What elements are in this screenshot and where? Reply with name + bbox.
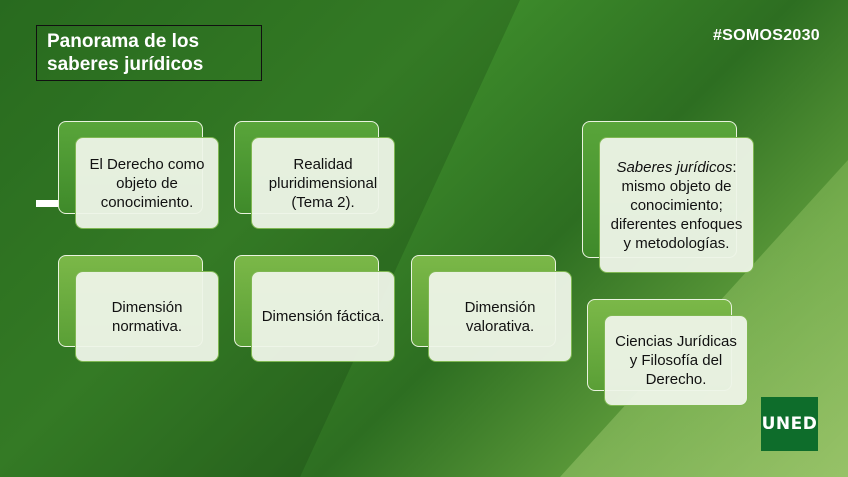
hashtag-label: #SOMOS2030: [712, 27, 820, 44]
card-ciencias: Ciencias Jurídicas y Filosofía del Derec…: [604, 315, 748, 406]
card-normativa-text: Dimensión normativa.: [111, 298, 183, 335]
card-valorativa-text: Dimensión valorativa.: [464, 298, 536, 335]
saberes-rest: : mismo objeto de conocimiento; diferent…: [610, 158, 743, 252]
uned-logo: UNED: [761, 397, 818, 451]
card-derecho: El Derecho como objeto de conocimiento.: [75, 137, 219, 229]
card-normativa: Dimensión normativa.: [75, 271, 219, 362]
card-valorativa: Dimensión valorativa.: [428, 271, 572, 362]
card-saberes-text: Saberes jurídicos: mismo objeto de conoc…: [608, 158, 745, 253]
card-realidad: Realidad pluridimensional (Tema 2).: [251, 137, 395, 229]
decorative-bar: [36, 200, 58, 207]
saberes-italic: Saberes jurídicos: [616, 158, 733, 176]
card-realidad-text: Realidad pluridimensional (Tema 2).: [268, 155, 378, 211]
card-saberes: Saberes jurídicos: mismo objeto de conoc…: [599, 137, 754, 273]
card-factica: Dimensión fáctica.: [251, 271, 395, 362]
slide-title: Panorama de los saberes jurídicos: [36, 25, 262, 81]
card-derecho-text: El Derecho como objeto de conocimiento.: [89, 155, 205, 211]
card-factica-text: Dimensión fáctica.: [261, 308, 385, 325]
card-ciencias-text: Ciencias Jurídicas y Filosofía del Derec…: [615, 333, 737, 388]
